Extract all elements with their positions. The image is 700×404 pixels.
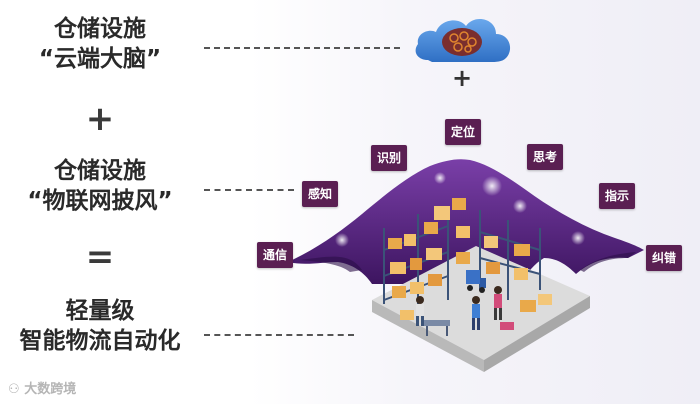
result-title: 轻量级 智能物流自动化	[0, 296, 200, 356]
cloud-icon	[415, 19, 511, 62]
cloud-plus-sign: +	[452, 64, 473, 92]
iot-cape	[288, 159, 644, 284]
iot-cape-line2: “物联网披风”	[27, 188, 173, 214]
connector-cape	[204, 189, 294, 191]
cargo-boxes	[388, 198, 552, 320]
forklift	[466, 270, 486, 293]
label-communication: 通信	[257, 242, 294, 268]
workers	[416, 286, 502, 330]
label-correction: 纠错	[646, 245, 683, 271]
watermark: ⚇ 大数跨境	[8, 378, 76, 397]
label-thinking: 思考	[527, 144, 564, 170]
packing-desk	[424, 320, 514, 336]
label-positioning: 定位	[445, 119, 482, 145]
watermark-icon: ⚇	[8, 382, 25, 397]
watermark-text: 大数跨境	[24, 382, 77, 397]
label-recognition: 识别	[371, 145, 408, 171]
equals-sign: =	[85, 237, 115, 277]
iot-cape-line1: 仓储设施	[54, 158, 146, 184]
result-line2: 智能物流自动化	[19, 328, 181, 354]
cloud-brain-title: 仓储设施 “云端大脑”	[0, 14, 200, 74]
iot-cape-title: 仓储设施 “物联网披风”	[0, 156, 200, 216]
plus-sign: +	[85, 99, 115, 139]
connector-warehouse	[204, 334, 354, 336]
label-indication: 指示	[599, 183, 636, 209]
cloud-brain-line1: 仓储设施	[54, 16, 146, 42]
result-line1: 轻量级	[65, 298, 135, 324]
connector-cloud	[204, 47, 400, 49]
cloud-brain-line2: “云端大脑”	[38, 46, 162, 72]
label-sensing: 感知	[302, 181, 339, 207]
